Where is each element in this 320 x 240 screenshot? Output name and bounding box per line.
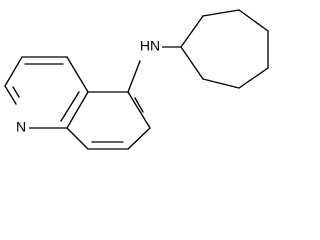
double-bond-inner: [60, 91, 80, 122]
bond: [202, 78, 240, 89]
bond: [238, 9, 269, 32]
bond: [66, 127, 89, 150]
molecule-structure: HN N: [4, 9, 269, 150]
amine-nitrogen-label: HN: [140, 38, 160, 54]
amine-label-mask: [138, 37, 162, 55]
bond: [4, 85, 17, 105]
atom-labels: HN N: [13, 37, 162, 137]
bond: [127, 91, 151, 129]
bond: [202, 9, 240, 17]
bond: [127, 60, 141, 93]
double-bond-inner: [12, 86, 20, 98]
bond: [66, 91, 89, 129]
bond: [238, 67, 269, 89]
bond: [180, 15, 204, 48]
quinoline-ring: [4, 56, 151, 150]
cycloheptyl-ring: [161, 9, 269, 89]
ring-nitrogen-label-mask: [13, 119, 29, 137]
bond: [180, 46, 204, 80]
bond: [4, 56, 23, 87]
bond: [127, 127, 151, 150]
ring-nitrogen-label: N: [16, 119, 26, 135]
double-bond-inner: [134, 97, 144, 113]
bond: [66, 56, 89, 93]
